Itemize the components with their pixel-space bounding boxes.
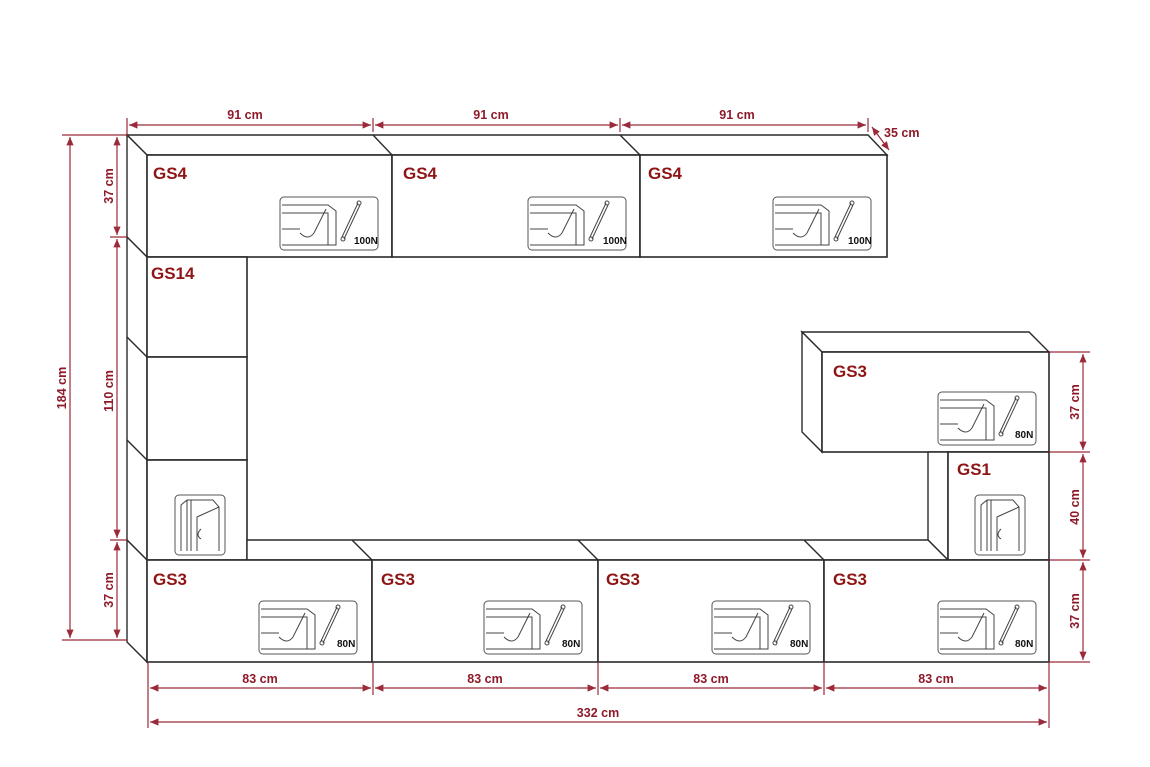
module-label: GS4 [403,164,438,183]
dimension-label: 83 cm [693,672,728,686]
module-label: GS3 [833,570,867,589]
module-label: GS4 [648,164,683,183]
module-label: GS3 [833,362,867,381]
force-label: 80N [1015,639,1033,650]
cabinet-gs4-1: GS4 100N [146,154,393,258]
cabinet-gs14: GS14 [126,235,248,562]
top-row: GS4 100N GS4 100N GS4 100N [125,133,889,259]
total-width-label: 332 cm [577,706,619,720]
dimension-label: 37 cm [102,168,116,203]
dimension-label: 37 cm [102,572,116,607]
door-icon [174,494,226,556]
dimension-label: 83 cm [467,672,502,686]
dimension-label: 83 cm [918,672,953,686]
force-label: 100N [848,236,872,247]
cabinet-gs3-2: GS3 80N [371,559,599,663]
cabinet-gs4-3: GS4 100N [639,154,888,258]
dimension-label: 83 cm [242,672,277,686]
bottom-row: GS3 80N GS3 80N GS3 80N GS3 80N [126,538,1050,664]
force-label: 100N [603,236,627,247]
cabinet-gs1: GS1 [927,451,1050,562]
dimension-label: 37 cm [1068,593,1082,628]
top-row-top-face [125,134,889,156]
left-dimensions: 184 cm 37 cm 110 cm 37 cm [55,134,127,641]
module-label: GS4 [153,164,188,183]
dimension-label: 184 cm [55,367,69,409]
dimension-label: 110 cm [102,370,116,412]
cabinet-gs3-1: GS3 80N [146,559,373,663]
cabinet-gs3-4: GS3 80N [823,559,1050,663]
door-icon [974,494,1026,556]
force-label: 80N [562,639,580,650]
cabinet-gs3-right-upper: GS3 80N [800,330,1051,454]
force-label: 100N [354,236,378,247]
module-label: GS3 [606,570,640,589]
force-label: 80N [790,639,808,650]
depth-label: 35 cm [884,126,919,140]
top-row-side-face [126,133,148,259]
module-label: GS1 [957,460,991,479]
module-label: GS3 [381,570,415,589]
dimension-label: 40 cm [1068,489,1082,524]
dimension-label: 91 cm [473,108,508,122]
cabinet-gs3-3: GS3 80N [597,559,825,663]
top-dimensions: 91 cm 91 cm 91 cm 35 cm [126,108,919,151]
bottom-dimensions: 83 cm 83 cm 83 cm 83 cm 332 cm [147,662,1050,728]
dimension-label: 91 cm [227,108,262,122]
dimension-label: 37 cm [1068,384,1082,419]
cabinet-gs4-2: GS4 100N [391,154,641,258]
module-label: GS14 [151,264,195,283]
column-side-face [126,235,148,562]
force-label: 80N [337,639,355,650]
right-dimensions: 37 cm 40 cm 37 cm [1049,351,1090,663]
force-label: 80N [1015,430,1033,441]
dimension-label: 91 cm [719,108,754,122]
module-label: GS3 [153,570,187,589]
